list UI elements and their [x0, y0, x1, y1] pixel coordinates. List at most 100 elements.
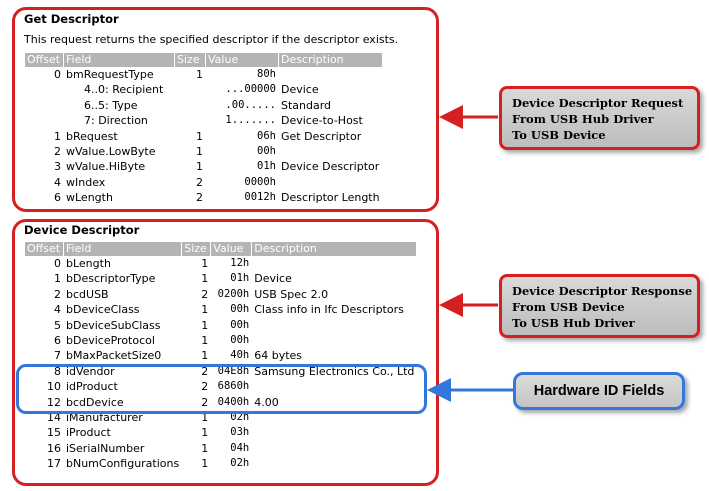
response-callout-line-1: Device Descriptor Response: [512, 284, 693, 298]
size-cell: 2: [201, 395, 209, 409]
value-cell: 00h: [230, 318, 250, 331]
column-header-size: Size: [182, 242, 211, 256]
offset-cell: 1: [54, 129, 61, 143]
device-descriptor-table: Offset Field Size Value Description 0 bLe…: [24, 242, 417, 472]
offset-cell: 4: [54, 303, 61, 317]
value-cell: ...00000: [225, 83, 276, 96]
field-cell: bDeviceSubClass: [66, 318, 161, 332]
size-cell: 1: [201, 303, 209, 317]
description-cell: Device: [281, 83, 319, 97]
offset-cell: 0: [54, 257, 61, 270]
offset-cell: 0: [54, 68, 61, 81]
size-cell: 1: [201, 457, 209, 471]
field-cell: wIndex: [66, 175, 106, 189]
device-descriptor-title: Device Descriptor: [24, 223, 140, 237]
description-cell: 64 bytes: [254, 349, 303, 363]
value-cell: 03h: [230, 426, 250, 439]
hardware-id-highlight-frame: [16, 364, 427, 414]
field-cell: wLength: [66, 191, 113, 205]
size-cell: 1: [201, 318, 209, 332]
description-cell: USB Spec 2.0: [254, 287, 329, 301]
description-cell: Device-to-Host: [281, 114, 363, 128]
offset-cell: 7: [54, 349, 61, 363]
get-descriptor-title: Get Descriptor: [24, 12, 119, 26]
response-callout-line-3: To USB Hub Driver: [512, 316, 635, 330]
description-cell: Device Descriptor: [281, 160, 380, 174]
value-cell: 02h: [230, 457, 250, 470]
offset-cell: 1: [54, 272, 61, 286]
offset-cell: 3: [54, 160, 61, 174]
value-cell: 01h: [257, 160, 276, 173]
field-cell: idProduct: [66, 380, 118, 394]
size-cell: 1: [201, 257, 209, 270]
table-header-row: Offset Field Size Value Description: [25, 53, 382, 67]
size-cell: 2: [196, 175, 203, 189]
get-descriptor-table: Offset Field Size Value Description 0 bmR…: [24, 53, 383, 206]
table-row: 17 bNumConfigurations 1 02h: [25, 456, 416, 471]
size-cell: 1: [201, 272, 209, 286]
size-cell: 1: [201, 334, 209, 348]
get-descriptor-description: This request returns the specified descr…: [24, 33, 399, 46]
size-cell: 1: [201, 441, 209, 455]
size-cell: 1: [196, 145, 203, 159]
column-header-field: Field: [64, 242, 182, 256]
table-header-row: Offset Field Size Value Description: [25, 242, 417, 256]
field-cell: bMaxPacketSize0: [66, 349, 162, 363]
field-cell: bcdDevice: [66, 395, 124, 409]
value-cell: 00h: [230, 334, 250, 347]
field-cell: iManufacturer: [66, 411, 143, 425]
value-cell: 0000h: [244, 175, 276, 188]
value-cell: 80h: [257, 68, 276, 80]
column-header-offset: Offset: [25, 242, 63, 256]
request-callout: Device Descriptor Request From USB Hub D…: [499, 86, 700, 150]
offset-cell: 5: [54, 318, 61, 332]
field-cell: iProduct: [66, 426, 111, 440]
table-row: 14 iManufacturer 1 02h: [25, 410, 416, 425]
offset-cell: 14: [47, 411, 61, 425]
offset-cell: 17: [47, 457, 61, 471]
column-header-field: Field: [64, 53, 174, 67]
column-header-size: Size: [175, 53, 205, 67]
offset-cell: 15: [47, 426, 61, 440]
field-cell: bNumConfigurations: [66, 457, 180, 471]
field-cell: bDeviceClass: [66, 303, 140, 317]
size-cell: 1: [201, 411, 209, 425]
value-cell: 02h: [230, 411, 250, 424]
field-cell: bLength: [66, 257, 111, 270]
size-cell: 1: [196, 129, 203, 143]
field-cell: bcdUSB: [66, 287, 109, 301]
field-cell: bRequest: [66, 129, 118, 143]
value-cell: 00h: [257, 145, 276, 158]
offset-cell: 10: [47, 380, 61, 394]
value-cell: 06h: [257, 129, 276, 142]
value-cell: 00h: [230, 303, 250, 316]
description-cell: Device: [254, 272, 292, 286]
field-cell: 7: Direction: [84, 114, 148, 128]
hardware-id-callout: Hardware ID Fields: [513, 372, 685, 410]
description-cell: Get Descriptor: [281, 129, 362, 143]
description-cell: 4.00: [254, 395, 279, 409]
value-cell: 01h: [230, 272, 250, 285]
description-cell: Descriptor Length: [281, 191, 380, 205]
value-cell: 04h: [230, 441, 250, 454]
column-header-description: Description: [252, 242, 417, 256]
device-descriptor-frame: [12, 219, 439, 486]
offset-cell: 2: [54, 145, 61, 159]
field-cell: bmRequestType: [66, 68, 154, 81]
value-cell: 40h: [230, 349, 250, 362]
